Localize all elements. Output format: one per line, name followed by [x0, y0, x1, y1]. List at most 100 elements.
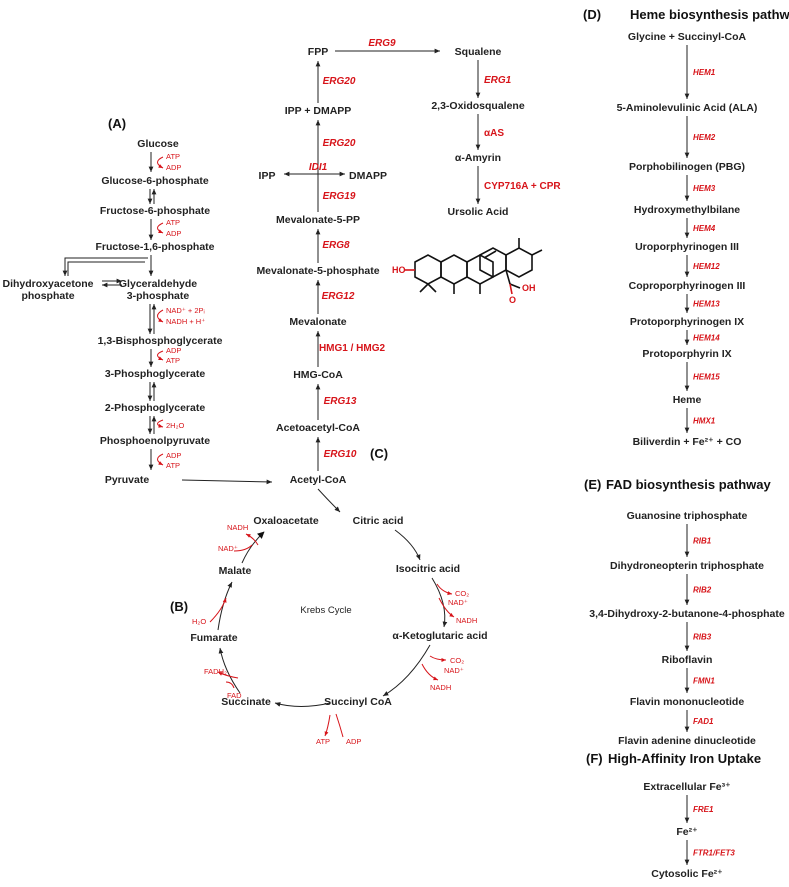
- arrow-succinate-fumarate: [218, 647, 241, 694]
- enzyme-erg10: ERG10: [324, 449, 357, 460]
- fad-enzyme-4: FMN1: [693, 677, 715, 686]
- structure-o-label: O: [509, 295, 516, 305]
- cofactor-curve-1: [157, 156, 164, 169]
- metabolite-fpp: FPP: [308, 46, 328, 58]
- heme-metabolite-8: Protoporphyrin IX: [642, 348, 731, 360]
- cofactor-atp-2: ATP: [166, 218, 180, 227]
- panel-label-e: (E): [584, 477, 601, 492]
- cofactor-nadh-malate: NADH: [227, 523, 248, 532]
- cofactor-adp-krebs: ADP: [346, 737, 361, 746]
- fad-metabolite-3: 3,4-Dihydroxy-2-butanone-4-phosphate: [589, 608, 785, 620]
- panel-label-b: (B): [170, 599, 188, 614]
- cofactor-atp-4: ATP: [166, 461, 180, 470]
- cofactor-curve-5: [157, 419, 164, 428]
- panel-a-glycolysis: (A) Glucose Glucose-6-phosphate Fructose…: [2, 116, 273, 486]
- cofactor-co2-a: CO₂: [455, 589, 469, 598]
- panel-c-mevalonate: (C) Acetyl-CoA Acetoacetyl-CoA HMG-CoA M…: [256, 38, 561, 486]
- cofactor-nad-a: NAD⁺: [448, 598, 468, 607]
- metabolite-fumarate: Fumarate: [190, 632, 237, 644]
- panel-title-f: High-Affinity Iron Uptake: [608, 751, 761, 766]
- panel-label-c: (C): [370, 446, 388, 461]
- fad-enzyme-3: RIB3: [693, 633, 712, 642]
- heme-metabolite-7: Protoporphyrinogen IX: [630, 316, 744, 328]
- cofactor-curve-adp: [335, 713, 344, 738]
- heme-metabolite-2: 5-Aminolevulinic Acid (ALA): [617, 102, 758, 114]
- heme-metabolite-10: Biliverdin + Fe²⁺ + CO: [633, 436, 742, 448]
- metabolite-glucose: Glucose: [137, 138, 179, 150]
- enzyme-hmg1-hmg2: HMG1 / HMG2: [319, 343, 386, 354]
- heme-enzyme-7: HEM14: [693, 334, 720, 343]
- enzyme-erg20-b: ERG20: [323, 76, 356, 87]
- metabolite-alpha-amyrin: α-Amyrin: [455, 152, 501, 164]
- cofactor-nadh-b: NADH: [430, 683, 451, 692]
- heme-metabolite-4: Hydroxymethylbilane: [634, 204, 740, 216]
- metabolite-hmg-coa: HMG-CoA: [293, 369, 343, 381]
- metabolite-phosphoenolpyruvate: Phosphoenolpyruvate: [100, 435, 210, 447]
- metabolite-oxidosqualene: 2,3-Oxidosqualene: [431, 100, 525, 112]
- metabolite-dmapp: DMAPP: [349, 170, 387, 182]
- heme-metabolite-1: Glycine + Succinyl-CoA: [628, 31, 747, 43]
- fad-pathway-list: Guanosine triphosphateRIB1Dihydroneopter…: [589, 510, 785, 747]
- enzyme-erg20-a: ERG20: [323, 138, 356, 149]
- metabolite-fructose-1-6-phosphate: Fructose-1,6-phosphate: [95, 241, 214, 253]
- iron-metabolite-1: Extracellular Fe³⁺: [643, 781, 730, 793]
- heme-enzyme-4: HEM4: [693, 224, 716, 233]
- metabolite-acetoacetyl-coa: Acetoacetyl-CoA: [276, 422, 360, 434]
- cofactor-fadh2: FADH₂: [204, 667, 227, 676]
- arrow-f16p-dhap: [62, 257, 148, 276]
- metabolite-glucose-6-phosphate: Glucose-6-phosphate: [101, 175, 209, 187]
- panel-label-f: (F): [586, 751, 603, 766]
- cofactor-nad-malate: NAD⁺: [218, 544, 238, 553]
- enzyme-idi1: IDI1: [309, 162, 328, 173]
- panel-f-iron: (F) High-Affinity Iron Uptake Extracellu…: [586, 751, 761, 880]
- heme-enzyme-2: HEM2: [693, 133, 716, 142]
- cofactor-adp-4: ADP: [166, 451, 181, 460]
- heme-metabolite-5: Uroporphyrinogen III: [635, 241, 739, 253]
- enzyme-erg19: ERG19: [323, 191, 356, 202]
- metabolite-succinyl-coa: Succinyl CoA: [324, 696, 392, 708]
- arrow-fumarate-malate: [217, 581, 233, 631]
- structure-ho-label: HO: [392, 265, 406, 275]
- cofactor-curve-4: [157, 350, 164, 361]
- metabolite-mevalonate: Mevalonate: [289, 316, 346, 328]
- cofactor-curve-nadh-a: [438, 597, 455, 618]
- metabolite-isocitric-acid: Isocitric acid: [396, 563, 460, 575]
- enzyme-erg1: ERG1: [484, 75, 512, 86]
- enzyme-cyp716a-cpr: CYP716A + CPR: [484, 181, 561, 192]
- cofactor-co2-b: CO₂: [450, 656, 464, 665]
- metabolite-succinate: Succinate: [221, 696, 271, 708]
- cofactor-curve-malate-in: [233, 544, 253, 552]
- enzyme-erg12: ERG12: [322, 291, 355, 302]
- panel-b-krebs: (B) Krebs Cycle Oxaloacetate Citric acid…: [170, 488, 488, 746]
- metabolite-pyruvate: Pyruvate: [105, 474, 150, 486]
- metabolite-dhap: Dihydroxyacetone: [2, 278, 93, 290]
- fad-enzyme-1: RIB1: [693, 537, 712, 546]
- heme-enzyme-8: HEM15: [693, 373, 720, 382]
- metabolite-glyceraldehyde: Glyceraldehyde: [119, 278, 197, 290]
- heme-enzyme-6: HEM13: [693, 300, 720, 309]
- enzyme-erg8: ERG8: [322, 240, 350, 251]
- enzyme-erg9: ERG9: [368, 38, 396, 49]
- cofactor-adp-3: ADP: [166, 346, 181, 355]
- panel-title-e: FAD biosynthesis pathway: [606, 477, 771, 492]
- iron-enzyme-2: FTR1/FET3: [693, 849, 735, 858]
- panel-label-a: (A): [108, 116, 126, 131]
- arrow-isocitric-akg: [431, 577, 448, 628]
- fad-metabolite-5: Flavin mononucleotide: [630, 696, 745, 708]
- cofactor-nadh-a: NADH: [456, 616, 477, 625]
- metabolite-mevalonate-5-pp: Mevalonate-5-PP: [276, 214, 360, 226]
- panel-e-fad: (E) FAD biosynthesis pathway Guanosine t…: [584, 477, 785, 747]
- panel-d-heme: (D) Heme biosynthesis pathway Glycine + …: [583, 7, 789, 448]
- cofactor-h2o: 2H₂O: [166, 421, 184, 430]
- krebs-cycle-label: Krebs Cycle: [300, 605, 351, 616]
- metabolite-alpha-ketoglutaric-acid: α-Ketoglutaric acid: [392, 630, 487, 642]
- cofactor-adp-2: ADP: [166, 229, 181, 238]
- cofactor-atp-1: ATP: [166, 152, 180, 161]
- cofactor-nad: NAD⁺ + 2Pᵢ: [166, 306, 205, 315]
- arrow-pyruvate-acetylcoa: [181, 479, 273, 485]
- metabolite-malate: Malate: [219, 565, 252, 577]
- metabolite-ipp-dmapp: IPP + DMAPP: [285, 105, 352, 117]
- cofactor-h2o-krebs: H₂O: [192, 617, 206, 626]
- cofactor-atp-krebs: ATP: [316, 737, 330, 746]
